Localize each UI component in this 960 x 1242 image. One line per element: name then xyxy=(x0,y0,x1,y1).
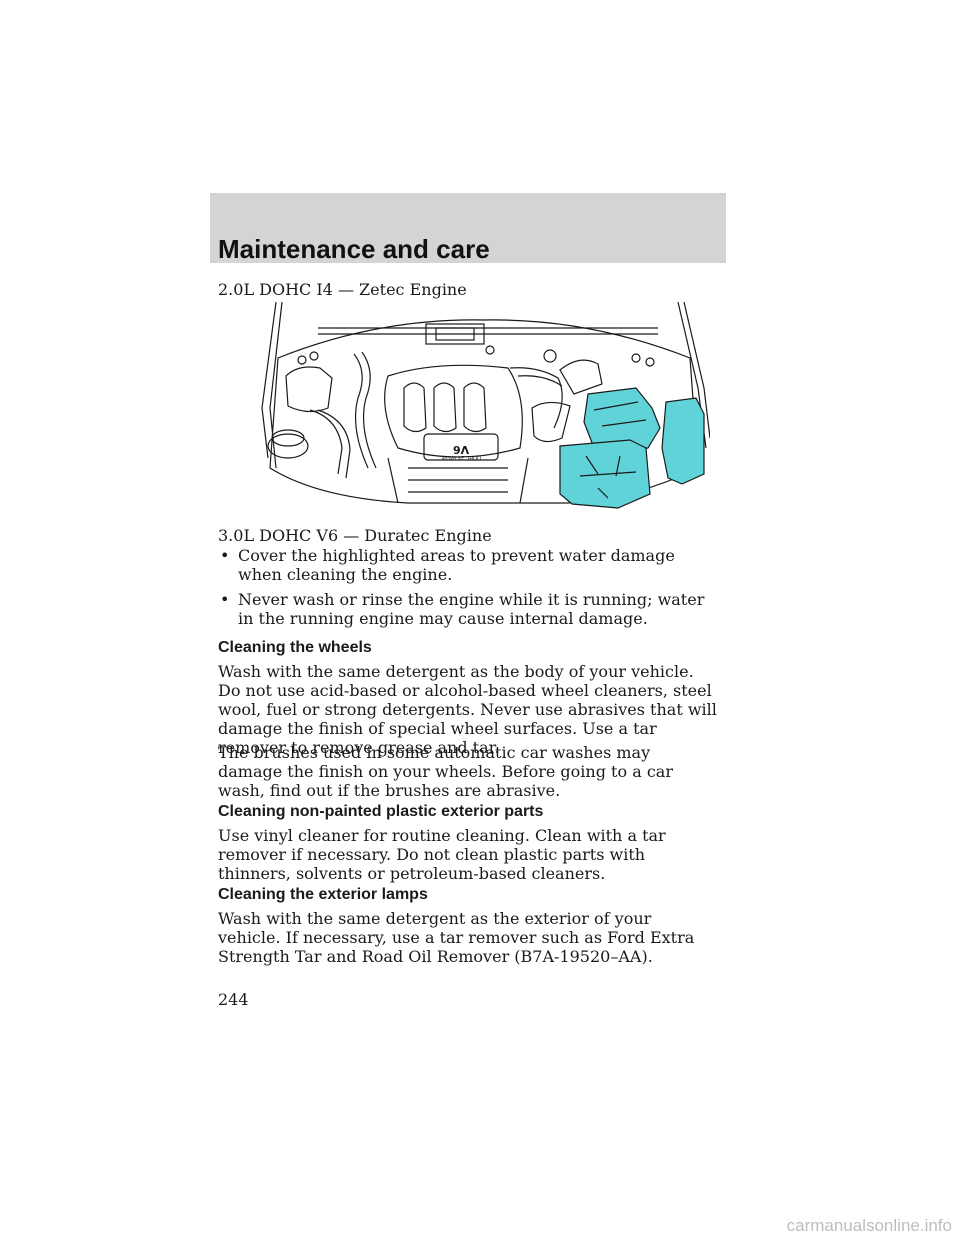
heading-cleaning-plastic-parts: Cleaning non-painted plastic exterior pa… xyxy=(218,803,544,820)
highlight-air-cleaner xyxy=(583,387,661,455)
bullet-marker: • xyxy=(220,590,230,609)
bullet-list: • Cover the highlighted areas to prevent… xyxy=(218,546,718,634)
highlight-fuse-box xyxy=(661,397,705,485)
heading-cleaning-exterior-lamps: Cleaning the exterior lamps xyxy=(218,886,428,903)
watermark: carmanualsonline.info xyxy=(786,1216,952,1235)
bullet-item: • Cover the highlighted areas to prevent… xyxy=(218,546,718,584)
bullet-marker: • xyxy=(220,546,230,565)
heading-cleaning-wheels: Cleaning the wheels xyxy=(218,639,372,656)
bullet-text: Cover the highlighted areas to prevent w… xyxy=(238,546,675,584)
paragraph: The brushes used in some automatic car w… xyxy=(218,743,673,800)
highlighted-covered-areas xyxy=(559,387,705,509)
paragraph: Wash with the same detergent as the exte… xyxy=(218,909,695,966)
engine-badge-big: V6 xyxy=(453,443,470,456)
engine-compartment-illustration: V6 DOHC 24 VALVE xyxy=(261,301,710,509)
engine-badge-small: DOHC 24 VALVE xyxy=(441,454,481,460)
bullet-item: • Never wash or rinse the engine while i… xyxy=(218,590,718,628)
engine-v6-caption: 3.0L DOHC V6 — Duratec Engine xyxy=(218,526,492,545)
engine-line-drawing xyxy=(261,301,710,504)
paragraph: Wash with the same detergent as the body… xyxy=(218,662,717,757)
bullet-text: Never wash or rinse the engine while it … xyxy=(238,590,705,628)
engine-i4-caption: 2.0L DOHC I4 — Zetec Engine xyxy=(218,280,467,299)
section-header-band xyxy=(210,193,726,263)
paragraph: Use vinyl cleaner for routine cleaning. … xyxy=(218,826,666,883)
page-number: 244 xyxy=(218,990,249,1009)
section-title: Maintenance and care xyxy=(218,234,490,264)
